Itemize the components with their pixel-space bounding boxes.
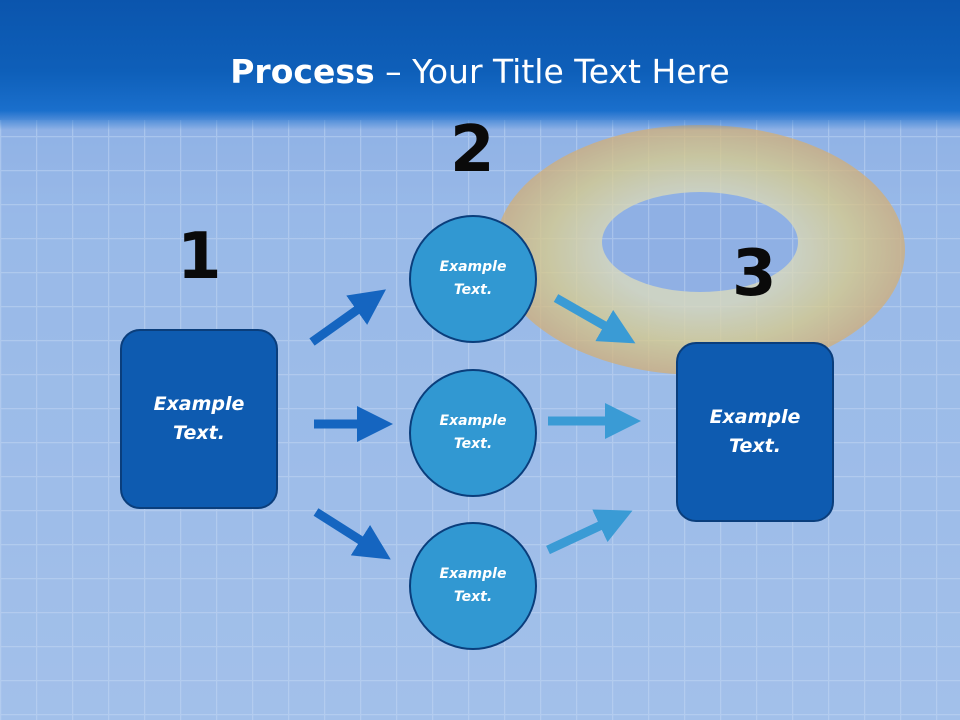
arrow-left-up xyxy=(309,289,386,346)
circle-top[interactable]: Example Text. xyxy=(409,215,537,343)
circle-middle-text: Example Text. xyxy=(439,413,507,452)
title-bold: Process xyxy=(230,52,375,91)
left-box-text: Example Text. xyxy=(153,393,245,444)
left-box[interactable]: Example Text. xyxy=(120,329,278,509)
title-rest: – Your Title Text Here xyxy=(374,52,730,91)
step-number-3: 3 xyxy=(732,237,777,311)
circle-middle[interactable]: Example Text. xyxy=(409,369,537,497)
arrow-right-down xyxy=(553,294,636,344)
circle-top-text: Example Text. xyxy=(439,259,507,298)
arrow-right-up xyxy=(546,509,633,555)
right-box[interactable]: Example Text. xyxy=(676,342,834,522)
circle-bottom-text: Example Text. xyxy=(439,566,507,605)
right-box-text: Example Text. xyxy=(709,406,801,457)
slide-title: Process – Your Title Text Here xyxy=(0,52,960,91)
step-number-2: 2 xyxy=(450,113,495,187)
circle-bottom[interactable]: Example Text. xyxy=(409,522,537,650)
arrow-left-down xyxy=(313,508,391,560)
step-number-1: 1 xyxy=(177,220,222,294)
title-band xyxy=(0,0,960,130)
